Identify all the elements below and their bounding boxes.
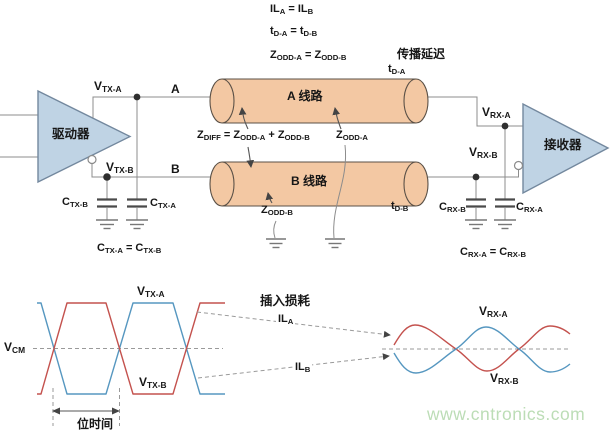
node-a-label: A xyxy=(171,82,180,96)
ground-icon xyxy=(494,219,516,230)
ground-icon xyxy=(325,238,345,249)
wire-line-b-tx xyxy=(91,163,212,178)
driver-symbol xyxy=(0,89,132,184)
rx-waveform xyxy=(382,324,571,374)
rx-waveform-vrx-a-label: VRX-A xyxy=(479,304,508,319)
cylinder-a-right-end xyxy=(403,78,429,124)
cylinder-b-right-end xyxy=(403,161,429,207)
ctx-equation: CTX-A = CTX-B xyxy=(97,242,162,255)
ground-icon xyxy=(126,219,148,230)
capacitor-crx-a xyxy=(494,198,516,230)
capacitor-ctx-b xyxy=(96,198,118,230)
ground-icon xyxy=(96,219,118,230)
receiver-symbol xyxy=(513,102,610,195)
line-b-label: B 线路 xyxy=(291,174,328,188)
cylinder-b-left-end xyxy=(209,161,235,207)
transmission-line-b xyxy=(209,161,429,207)
insertion-loss-label: 插入损耗 xyxy=(260,294,311,308)
insertion-loss-arrows xyxy=(196,311,391,379)
tx-signal-b-trace xyxy=(37,302,225,395)
driver-inverting-output-icon xyxy=(87,154,97,165)
receiver-triangle xyxy=(522,102,610,195)
equation-zodd: ZODD-A = ZODD-B xyxy=(270,49,347,62)
crx-b-label: CRX-B xyxy=(439,201,466,214)
bit-time-label: 位时间 xyxy=(77,417,114,431)
il-a-arrow xyxy=(196,311,391,338)
vtx-a-label: VTX-A xyxy=(94,79,122,94)
propagation-delay-label: 传播延迟 xyxy=(397,47,446,61)
ctx-b-label: CTX-B xyxy=(62,196,88,209)
equation-il: ILA = ILB xyxy=(270,3,314,16)
crx-a-label: CRX-A xyxy=(516,201,543,214)
vcm-label: VCM xyxy=(4,340,26,355)
capacitor-ctx-a xyxy=(126,198,148,230)
tx-waveform xyxy=(33,302,225,426)
vrx-a-label: VRX-A xyxy=(482,105,511,120)
rx-signal-b-trace xyxy=(393,324,571,372)
zdiff-arrow-to-line-b xyxy=(246,146,255,168)
driver-label: 驱动器 xyxy=(52,127,90,141)
transmission-line-a xyxy=(209,78,429,124)
zodd-b-arrow xyxy=(265,192,274,204)
driver-triangle xyxy=(37,89,132,184)
line-a-label: A 线路 xyxy=(287,89,323,103)
wire-line-b-rx xyxy=(428,169,519,178)
td-b-label: tD-B xyxy=(391,200,409,213)
rx-signal-a-trace xyxy=(393,326,571,374)
zdiff-equation: ZDIFF = ZODD-A + ZODD-B xyxy=(197,129,310,142)
tx-waveform-vtx-b-label: VTX-B xyxy=(139,375,167,390)
wire-line-a-tx xyxy=(92,96,212,118)
node-b-label: B xyxy=(171,162,180,176)
zodd-a-arrow xyxy=(332,107,342,130)
zodd-b-ground xyxy=(266,220,286,249)
cylinder-a-left-end xyxy=(209,78,235,124)
zodd-a-ground xyxy=(325,144,347,249)
ground-icon xyxy=(465,219,487,230)
zodd-a-label: ZODD-A xyxy=(336,129,368,142)
wire-line-a-rx xyxy=(428,96,523,127)
crx-equation: CRX-A = CRX-B xyxy=(460,246,527,259)
tx-waveform-vtx-a-label: VTX-A xyxy=(137,284,165,299)
td-a-label: tD-A xyxy=(388,63,406,76)
rx-waveform-vrx-b-label: VRX-B xyxy=(490,371,519,386)
impedance-arrows xyxy=(238,107,342,204)
bit-time-arrow xyxy=(52,407,120,415)
vtx-b-label: VTX-B xyxy=(106,160,134,175)
receiver-inverting-input-icon xyxy=(513,160,524,171)
equation-td: tD-A = tD-B xyxy=(270,25,318,38)
il-b-label: ILB xyxy=(293,361,313,374)
capacitor-crx-b xyxy=(465,198,487,230)
junction-dot-vtx-a xyxy=(133,93,141,101)
junction-dot-vrx-a xyxy=(501,122,509,130)
rx-wires xyxy=(428,96,523,199)
junction-dot-vtx-b xyxy=(103,173,111,181)
zodd-b-label: ZODD-B xyxy=(261,204,293,217)
ground-icon xyxy=(266,238,286,249)
zdiff-arrow-to-line-a xyxy=(238,107,249,130)
junction-dot-vrx-b xyxy=(472,173,480,181)
tx-wires xyxy=(91,93,212,199)
il-a-label: ILA xyxy=(276,313,296,326)
site-watermark: www.cntronics.com xyxy=(427,404,586,424)
receiver-label: 接收器 xyxy=(544,138,582,152)
vrx-b-label: VRX-B xyxy=(469,145,498,160)
ctx-a-label: CTX-A xyxy=(150,197,176,210)
